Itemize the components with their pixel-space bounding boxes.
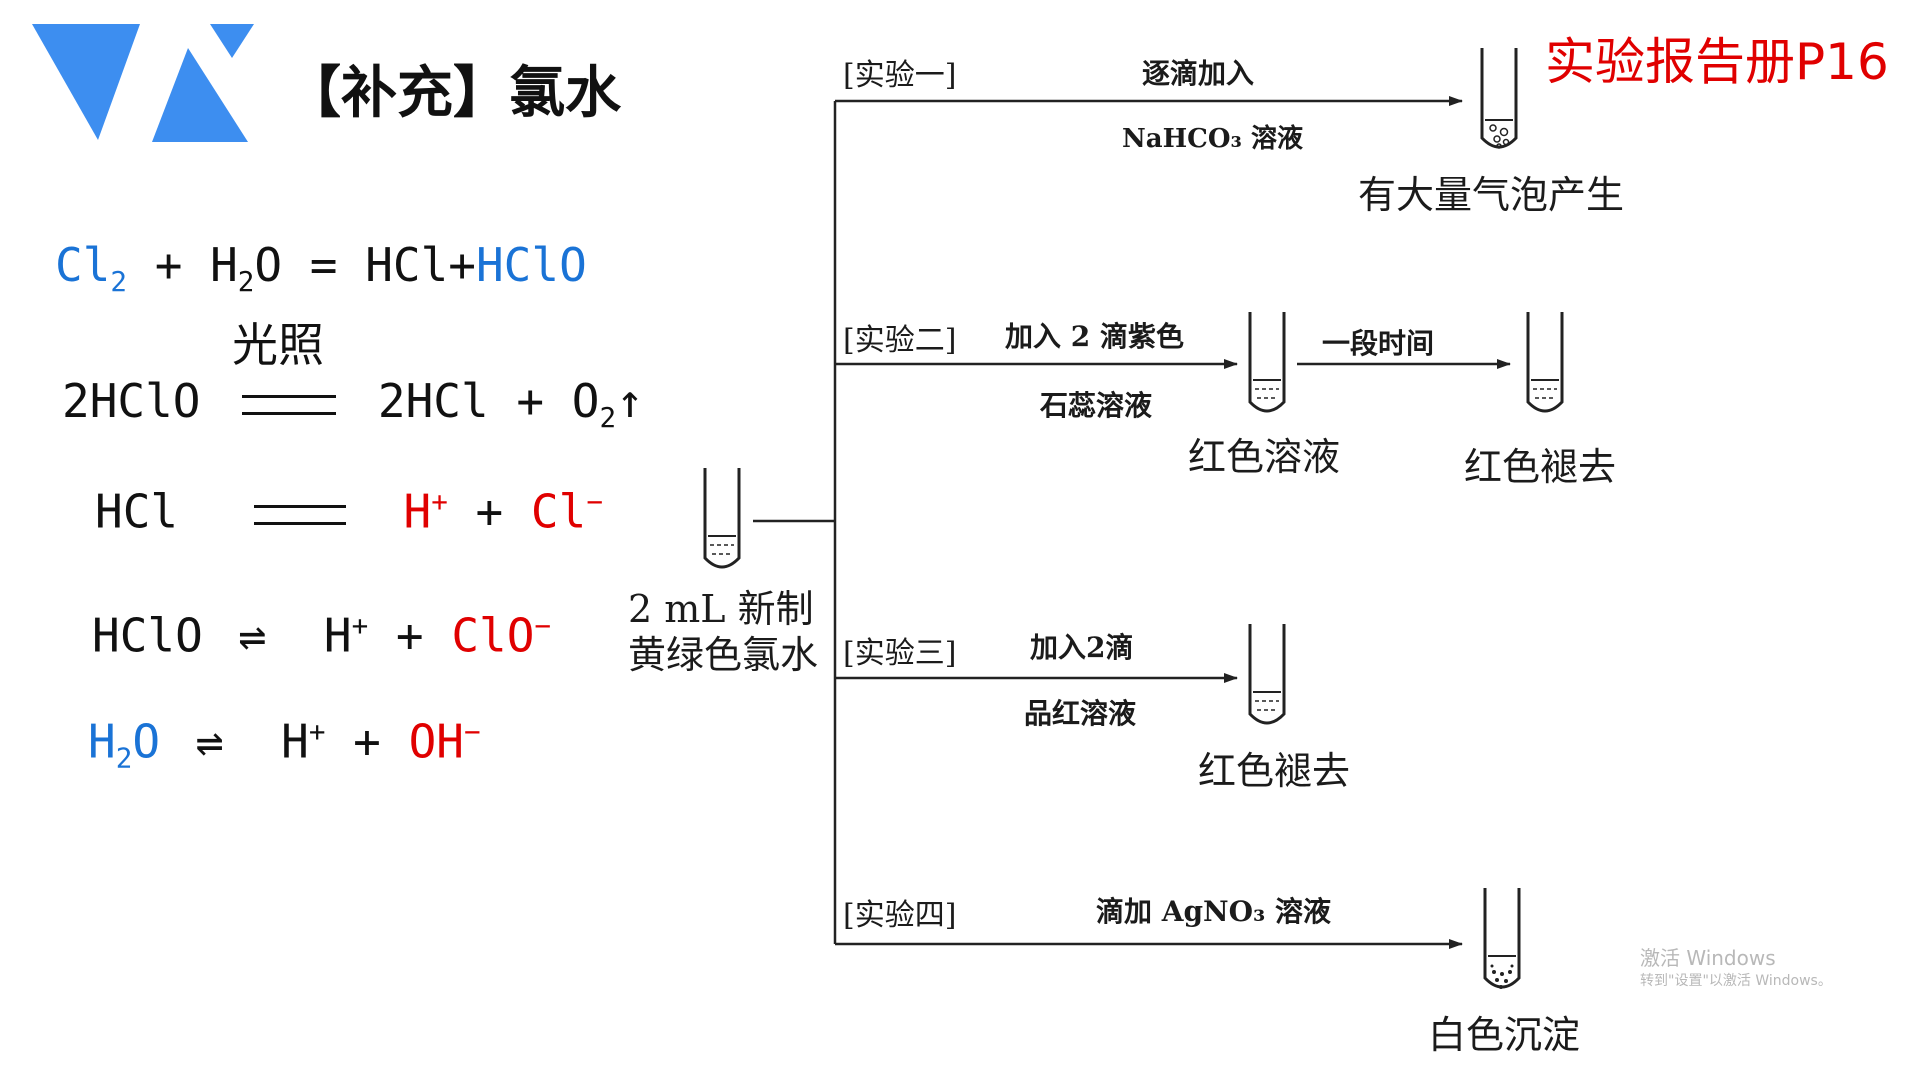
experiment-3-reagent-top: 加入2滴 — [1030, 631, 1134, 664]
experiment-1-name: [实验一] — [843, 58, 957, 93]
experiment-2-result2: 红色褪去 — [1464, 445, 1617, 489]
reference-note: 实验报告册P16 — [1545, 33, 1889, 91]
experiment-2-reagent-top: 加入 2 滴紫色 — [1005, 320, 1184, 353]
logo-icon — [32, 24, 254, 142]
test-tube-precipitate-icon — [1483, 888, 1521, 989]
test-tube-magenta-faded-icon — [1248, 624, 1286, 725]
activation-watermark-title: 激活 Windows — [1640, 946, 1776, 970]
page-title: 【补充】氯水 — [285, 61, 621, 126]
test-tube-bubbles-icon — [1480, 48, 1518, 149]
equation-hcl-ionization: HCl H+ + Cl− — [95, 484, 603, 539]
experiment-4-reagent: 滴加 AgNO₃ 溶液 — [1096, 895, 1332, 928]
source-label-line2: 黄绿色氯水 — [628, 633, 819, 677]
source-label-line1: 2 mL 新制 — [628, 587, 814, 631]
experiment-2-result: 红色溶液 — [1188, 435, 1341, 479]
equals-sign — [242, 394, 337, 415]
experiment-1-reagent-bottom: NaHCO₃ 溶液 — [1122, 124, 1303, 154]
test-tube-red-solution-icon — [1248, 312, 1286, 413]
experiment-4-result: 白色沉淀 — [1428, 1013, 1581, 1057]
equation-water-ionization: H2O ⇌ H+ + OH− — [88, 714, 481, 775]
experiment-4-name: [实验四] — [843, 898, 957, 933]
experiment-1-reagent-top: 逐滴加入 — [1142, 57, 1255, 90]
equation-hclo-ionization: HClO ⇌ H+ + ClO− — [92, 608, 552, 663]
experiment-3-result: 红色褪去 — [1198, 749, 1351, 793]
test-tube-faded-icon — [1526, 312, 1564, 413]
photolysis-condition: 光照 — [232, 318, 324, 372]
activation-watermark-hint: 转到"设置"以激活 Windows。 — [1640, 973, 1832, 989]
experiment-1-result: 有大量气泡产生 — [1358, 173, 1625, 217]
experiment-2-step2-label: 一段时间 — [1322, 327, 1435, 360]
experiment-3-reagent-bottom: 品红溶液 — [1024, 697, 1137, 730]
experiment-2-name: [实验二] — [843, 323, 957, 358]
equation-hclo-photolysis: 2HClO 2HCl + O2↑ — [62, 374, 644, 435]
test-tube-source-icon — [703, 468, 741, 569]
equation-chlorine-water: Cl2 + H2O = HCl+HClO — [55, 238, 587, 299]
experiment-2-reagent-bottom: 石蕊溶液 — [1040, 389, 1153, 422]
equals-sign — [253, 504, 346, 525]
experiment-3-name: [实验三] — [843, 636, 957, 671]
